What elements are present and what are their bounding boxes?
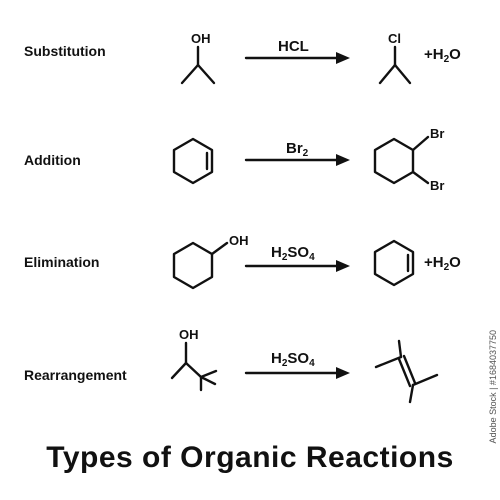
isopropanol-structure — [180, 45, 216, 85]
label-elimination: Elimination — [24, 254, 100, 270]
dibromocyclohexane-structure — [373, 135, 430, 185]
reagent-substitution: HCL — [278, 38, 309, 55]
cyclohexanol-structure — [172, 241, 229, 290]
reagent-elimination: H2SO4 — [271, 244, 315, 263]
label-substitution: Substitution — [24, 43, 106, 59]
tertiary-alcohol-structure — [170, 341, 218, 392]
reagent-rearrangement: H2SO4 — [271, 350, 315, 369]
chlorine-group: Cl — [388, 31, 401, 46]
cyclohexene-structure — [172, 137, 214, 185]
arrow-substitution — [244, 52, 350, 64]
diagram-title: Types of Organic Reactions — [46, 441, 454, 474]
arrow-elimination — [244, 260, 350, 272]
bromine-group-bottom: Br — [430, 178, 445, 193]
hydroxyl-group-cyclohexanol: OH — [229, 233, 249, 248]
hydroxyl-group-tertiary: OH — [179, 327, 199, 342]
hydroxyl-group: OH — [191, 31, 211, 46]
arrow-addition — [244, 154, 350, 166]
bromine-group-top: Br — [430, 126, 445, 141]
tetramethylethylene-structure — [374, 339, 439, 404]
isopropyl-chloride-structure — [378, 45, 412, 85]
cyclohexene-product-structure — [373, 239, 415, 287]
stock-watermark: Adobe Stock | #1684037750 — [488, 330, 498, 444]
arrow-rearrangement — [244, 367, 350, 379]
reagent-addition: Br2 — [286, 140, 309, 159]
label-addition: Addition — [24, 152, 81, 168]
label-rearrangement: Rearrangement — [24, 367, 127, 383]
water-byproduct-substitution: +H2O — [424, 46, 461, 65]
water-byproduct-elimination: +H2O — [424, 254, 461, 273]
